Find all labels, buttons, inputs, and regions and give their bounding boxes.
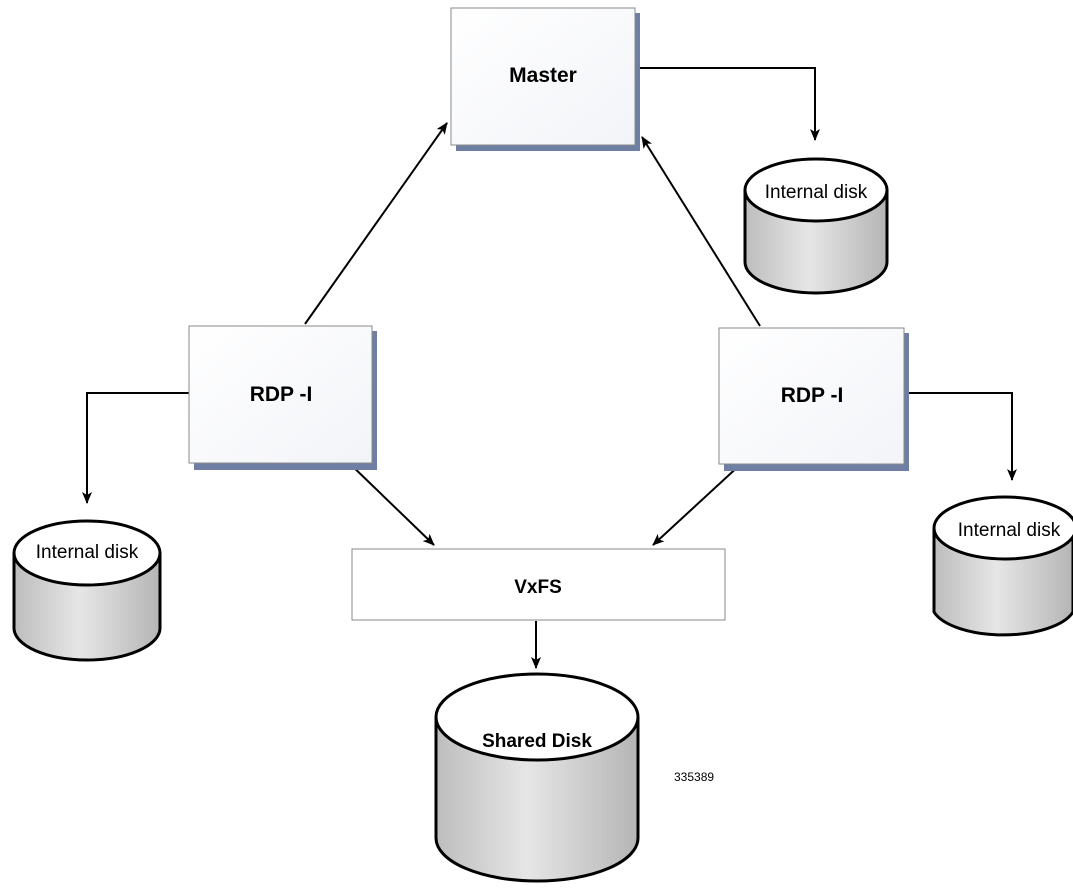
- shared-disk-label: Shared Disk: [482, 731, 592, 752]
- disk-left-label: Internal disk: [36, 542, 139, 563]
- disk-left-icon: Internal disk: [12, 519, 162, 662]
- arrow-rdp-left-to-vxfs: [346, 460, 435, 546]
- arrow-rdp-right-to-vxfs: [652, 462, 743, 546]
- figure-id: 335389: [674, 770, 714, 784]
- arrow-rdp-left-to-disk: [82, 392, 190, 504]
- disk-right-label: Internal disk: [958, 520, 1061, 541]
- disk-master-icon: Internal disk: [743, 157, 889, 295]
- disk-master-label: Internal disk: [765, 182, 868, 203]
- connectors: [82, 67, 1017, 669]
- arrow-master-to-disk: [636, 67, 820, 141]
- vxfs-node: VxFS: [351, 548, 726, 621]
- arrow-rdp-right-to-master: [641, 136, 761, 327]
- arrow-rdp-left-to-master: [304, 122, 448, 325]
- rdp-left-label: RDP -I: [250, 383, 313, 406]
- rdp-right-node: RDP -I: [718, 327, 909, 471]
- shared-disk-icon: Shared Disk: [434, 672, 640, 883]
- master-node: Master: [450, 7, 640, 151]
- rdp-right-label: RDP -I: [781, 384, 844, 407]
- rdp-left-node: RDP -I: [188, 325, 377, 470]
- master-label: Master: [509, 64, 577, 87]
- vxfs-label: VxFS: [514, 577, 562, 598]
- disk-right-icon: Internal disk: [932, 495, 1073, 637]
- arrow-rdp-right-to-disk: [903, 392, 1017, 481]
